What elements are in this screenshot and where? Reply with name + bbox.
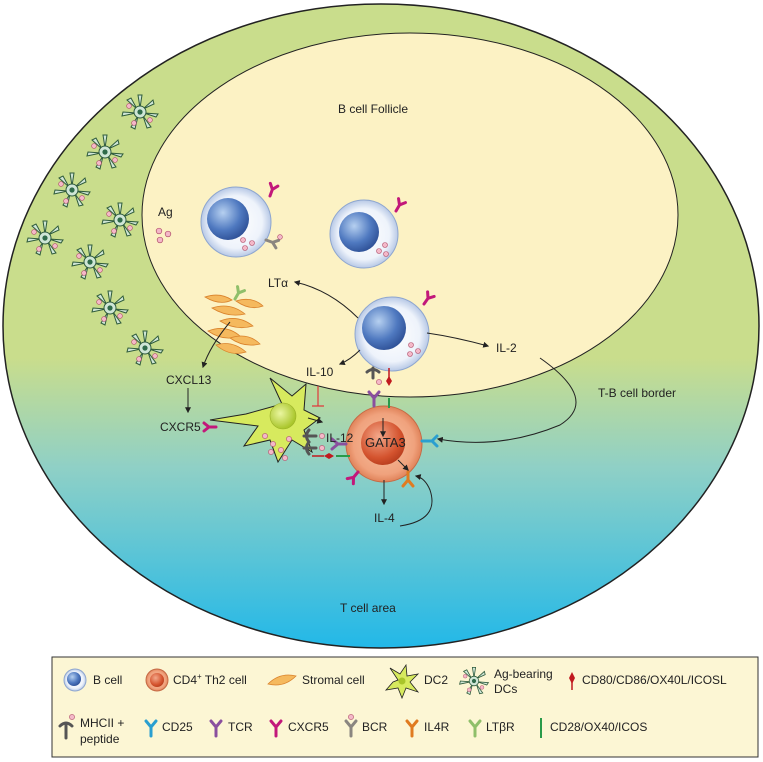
il10-inhibition xyxy=(312,386,324,407)
legend-costim-receptors: CD28/OX40/ICOS xyxy=(540,718,647,738)
svg-text:DCs: DCs xyxy=(494,682,517,696)
b-cell-follicle xyxy=(141,32,679,398)
il12-label: IL-12 xyxy=(326,431,354,445)
legend-ltbr: LTβR xyxy=(468,719,515,738)
gata3-label: GATA3 xyxy=(365,435,406,450)
tcell-area-label: T cell area xyxy=(340,601,396,615)
il2-label: IL-2 xyxy=(496,341,517,355)
b-cell-1 xyxy=(200,181,283,258)
signal-arrows xyxy=(185,280,577,527)
legend-th2-cell: CD4+ Th2 cell xyxy=(145,668,247,692)
legend-mhcii: MHCII + peptide xyxy=(58,714,124,746)
svg-text:TCR: TCR xyxy=(228,720,253,734)
il10-label: IL-10 xyxy=(306,365,334,379)
svg-text:CD28/OX40/ICOS: CD28/OX40/ICOS xyxy=(550,720,647,734)
b-cell-3 xyxy=(354,290,436,386)
ag-label: Ag xyxy=(158,205,173,219)
legend-il4r: IL4R xyxy=(405,719,450,738)
cxcr5-label: CXCR5 xyxy=(160,420,201,434)
svg-text:DC2: DC2 xyxy=(424,673,448,687)
legend-b-cell: B cell xyxy=(63,668,122,692)
svg-text:CD80/CD86/OX40L/ICOSL: CD80/CD86/OX40L/ICOSL xyxy=(582,673,727,687)
svg-text:CD4+ Th2 cell: CD4+ Th2 cell xyxy=(173,672,247,687)
svg-text:CD25: CD25 xyxy=(162,720,193,734)
b-cell-2 xyxy=(329,197,407,269)
svg-text:IL4R: IL4R xyxy=(424,720,450,734)
legend: B cell CD4+ Th2 cell Stromal cell DC2 Ag… xyxy=(51,656,759,758)
ag-particles xyxy=(155,227,172,244)
cxcl13-label: CXCL13 xyxy=(166,373,212,387)
follicle-label: B cell Follicle xyxy=(338,102,408,116)
il4-label: IL-4 xyxy=(374,511,395,525)
legend-ag-dc: Ag-bearing DCs xyxy=(459,667,553,696)
legend-bcr: BCR xyxy=(344,714,388,738)
svg-text:MHCII +: MHCII + xyxy=(80,716,124,730)
svg-text:CXCR5: CXCR5 xyxy=(288,720,329,734)
lta-label: LTα xyxy=(268,276,288,290)
svg-text:peptide: peptide xyxy=(80,732,120,746)
border-label: T-B cell border xyxy=(598,386,676,400)
legend-stromal-cell: Stromal cell xyxy=(267,673,365,687)
legend-dc2: DC2 xyxy=(384,663,448,700)
svg-text:B cell: B cell xyxy=(93,673,122,687)
dc2-cell xyxy=(202,377,334,464)
legend-cd25: CD25 xyxy=(144,719,193,738)
legend-costim-ligands: CD80/CD86/OX40L/ICOSL xyxy=(569,672,727,690)
legend-cxcr5: CXCR5 xyxy=(269,719,329,738)
stromal-cells xyxy=(204,294,264,354)
svg-text:Ag-bearing: Ag-bearing xyxy=(494,667,553,681)
svg-text:Stromal cell: Stromal cell xyxy=(302,673,365,687)
svg-text:BCR: BCR xyxy=(362,720,388,734)
legend-tcr: TCR xyxy=(209,719,253,738)
svg-text:LTβR: LTβR xyxy=(486,720,515,734)
